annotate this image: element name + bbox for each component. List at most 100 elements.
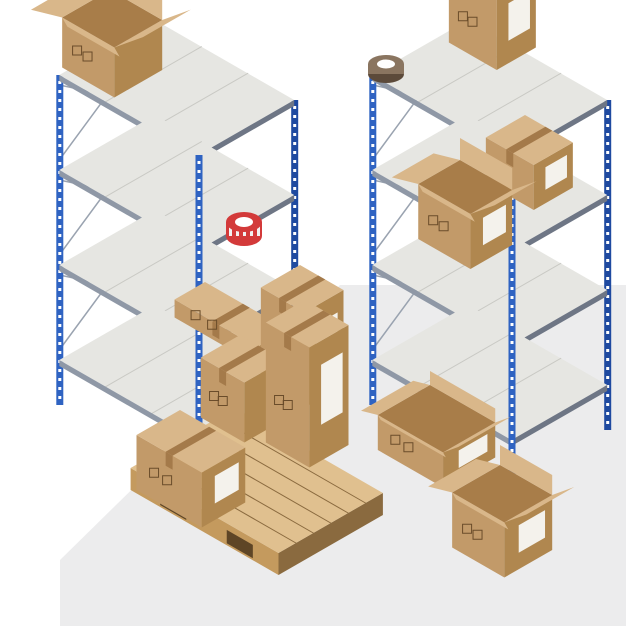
left-rack-upright-front-left-hole: [58, 351, 62, 354]
left-rack-upright-back-right-hole: [293, 124, 297, 127]
open-box-top-left-shelf-flap-right: [114, 9, 191, 48]
right-rack-upright-front-right-hole: [510, 404, 514, 407]
left-rack-upright-front-left-hole: [58, 153, 62, 156]
taped-box-top-right-shelf-shipping-label: [508, 0, 530, 41]
left-rack-upright-front-left-hole: [58, 144, 62, 147]
left-rack-upright-back-right-hole: [293, 151, 297, 154]
right-rack-upright-back-right-hole: [606, 403, 610, 406]
left-rack-upright-front-left-hole: [58, 108, 62, 111]
left-rack-upright-front-right-hole: [197, 413, 201, 416]
right-rack-upright-front-right-hole: [510, 296, 514, 299]
left-rack-upright-front-left-hole: [58, 333, 62, 336]
right-rack-upright-back-right-hole: [606, 169, 610, 172]
right-rack-upright-front-right-hole: [510, 305, 514, 308]
right-rack-upright-back-right-hole: [606, 115, 610, 118]
pallet-box-back-left-left-face: [200, 357, 245, 443]
left-rack-upright-front-left: [56, 75, 64, 405]
right-rack-upright-back-right-hole: [606, 277, 610, 280]
left-rack-upright-front-right-hole: [197, 332, 201, 335]
left-rack-upright-back-right-hole: [293, 133, 297, 136]
right-rack-upright-back-right-hole: [606, 133, 610, 136]
pallet-box-back-left-tape-front: [219, 368, 227, 386]
right-rack-upright-front-right-hole: [510, 341, 514, 344]
left-rack-upright-front-left-hole: [58, 135, 62, 138]
right-rack-upright-back-right-hole: [606, 151, 610, 154]
left-rack-upright-front-right-hole: [197, 197, 201, 200]
right-rack-upright-back-right-hole: [606, 412, 610, 415]
right-rack-upright-back-right-hole: [606, 286, 610, 289]
right-rack-upright-front-left-hole: [371, 99, 375, 102]
right-rack-side-beam-3: [511, 290, 608, 351]
right-rack-upright-front-right-hole: [510, 449, 514, 452]
pallet-box-front-low-left-face: [136, 435, 202, 528]
open-box-floor-right: [428, 445, 575, 578]
right-rack-upright-front-left-hole: [371, 180, 375, 183]
taped-box-top-right-shelf-left-face: [448, 0, 497, 70]
flat-long-box-bottom-shelf-tape-top: [212, 303, 250, 326]
left-rack-upright-back-right-hole: [293, 196, 297, 199]
left-rack-upright-front-right-hole: [197, 386, 201, 389]
left-rack-upright-front-right-hole: [197, 269, 201, 272]
left-rack-upright-front-right-hole: [197, 242, 201, 245]
right-rack-upright-front-left-hole: [371, 378, 375, 381]
flat-long-box-bottom-shelf-tape-front: [212, 321, 220, 340]
left-rack-upright-front-left-hole: [58, 126, 62, 129]
left-rack-upright-front-left-hole: [58, 288, 62, 291]
right-rack-upright-back-right-hole: [606, 178, 610, 181]
right-shelf-items: [368, 0, 573, 269]
right-rack-upright-back-right-hole: [606, 340, 610, 343]
open-box-floor-right-flap-right: [504, 487, 575, 523]
duct-tape-roll: [368, 55, 404, 83]
open-box-right-shelf-flap-front: [418, 184, 475, 222]
right-rack-upright-front-left-hole: [371, 288, 375, 291]
open-box-top-left-shelf-flap-front: [62, 17, 120, 57]
left-rack-upright-front-left-hole: [58, 234, 62, 237]
open-box-top-left-shelf-inside: [62, 0, 163, 48]
right-rack-shelf-seam: [464, 72, 562, 129]
open-flat-box-floor-shipping-label: [458, 434, 488, 468]
open-box-top-left-shelf-umbrella-symbol: [82, 51, 93, 62]
open-box-top-left-shelf-left-face: [62, 17, 115, 98]
open-box-floor-right-flap-front: [452, 492, 509, 530]
open-flat-box-floor-flap-right: [443, 416, 511, 453]
left-rack-upright-front-right-hole: [197, 341, 201, 344]
left-rack-upright-front-left-hole: [58, 81, 62, 84]
tape-stripe: [257, 222, 260, 236]
open-box-right-shelf-shipping-label: [482, 204, 506, 246]
open-box-top-left-shelf: [30, 0, 191, 98]
right-rack-upright-front-left-hole: [371, 198, 375, 201]
left-rack-upright-back-right-hole: [293, 187, 297, 190]
right-rack-upright-front-left-hole: [371, 162, 375, 165]
left-rack-upright-front-right-hole: [197, 179, 201, 182]
open-box-right-shelf-umbrella-symbol: [438, 221, 449, 232]
open-box-top-left-shelf-right-face: [114, 20, 163, 98]
open-box-right-shelf-flap-left: [391, 153, 460, 184]
right-rack-upright-front-left-hole: [371, 270, 375, 273]
left-rack-upright-back-right-hole: [293, 178, 297, 181]
right-rack-upright-front-left-hole: [371, 243, 375, 246]
right-rack-upright-front-left-hole: [371, 306, 375, 309]
open-box-right-shelf-flap-back: [460, 138, 513, 190]
right-rack-upright-front-right-hole: [510, 350, 514, 353]
right-rack-upright-back-right-hole: [606, 295, 610, 298]
right-rack-upright-front-right-hole: [510, 422, 514, 425]
box-middle-right-shelf-tape-top: [506, 126, 553, 154]
open-flat-box-floor-flap-front: [377, 415, 446, 458]
right-rack-upright-back-right-hole: [606, 223, 610, 226]
right-rack-upright-back-right-hole: [606, 232, 610, 235]
right-rack-upright-front-right-hole: [510, 269, 514, 272]
left-rack-upright-front-right-hole: [197, 278, 201, 281]
right-rack-upright-back-right-hole: [606, 331, 610, 334]
open-box-right-shelf-inside: [418, 160, 513, 214]
left-rack-upright-front-left-hole: [58, 261, 62, 264]
left-rack-upright-back-right-hole: [293, 160, 297, 163]
left-rack-upright-front-left-hole: [58, 117, 62, 120]
pallet-box-back-tall-tape-top: [279, 275, 326, 302]
right-rack-upright-front-left-hole: [371, 369, 375, 372]
left-rack-upright-back-right-hole: [293, 169, 297, 172]
right-rack-shelf-1: [372, 20, 608, 155]
left-rack-upright-back-right-hole: [293, 115, 297, 118]
tape-roll-hole: [235, 217, 253, 227]
open-box-right-shelf: [391, 138, 537, 269]
right-rack-upright-front-left-hole: [371, 387, 375, 390]
